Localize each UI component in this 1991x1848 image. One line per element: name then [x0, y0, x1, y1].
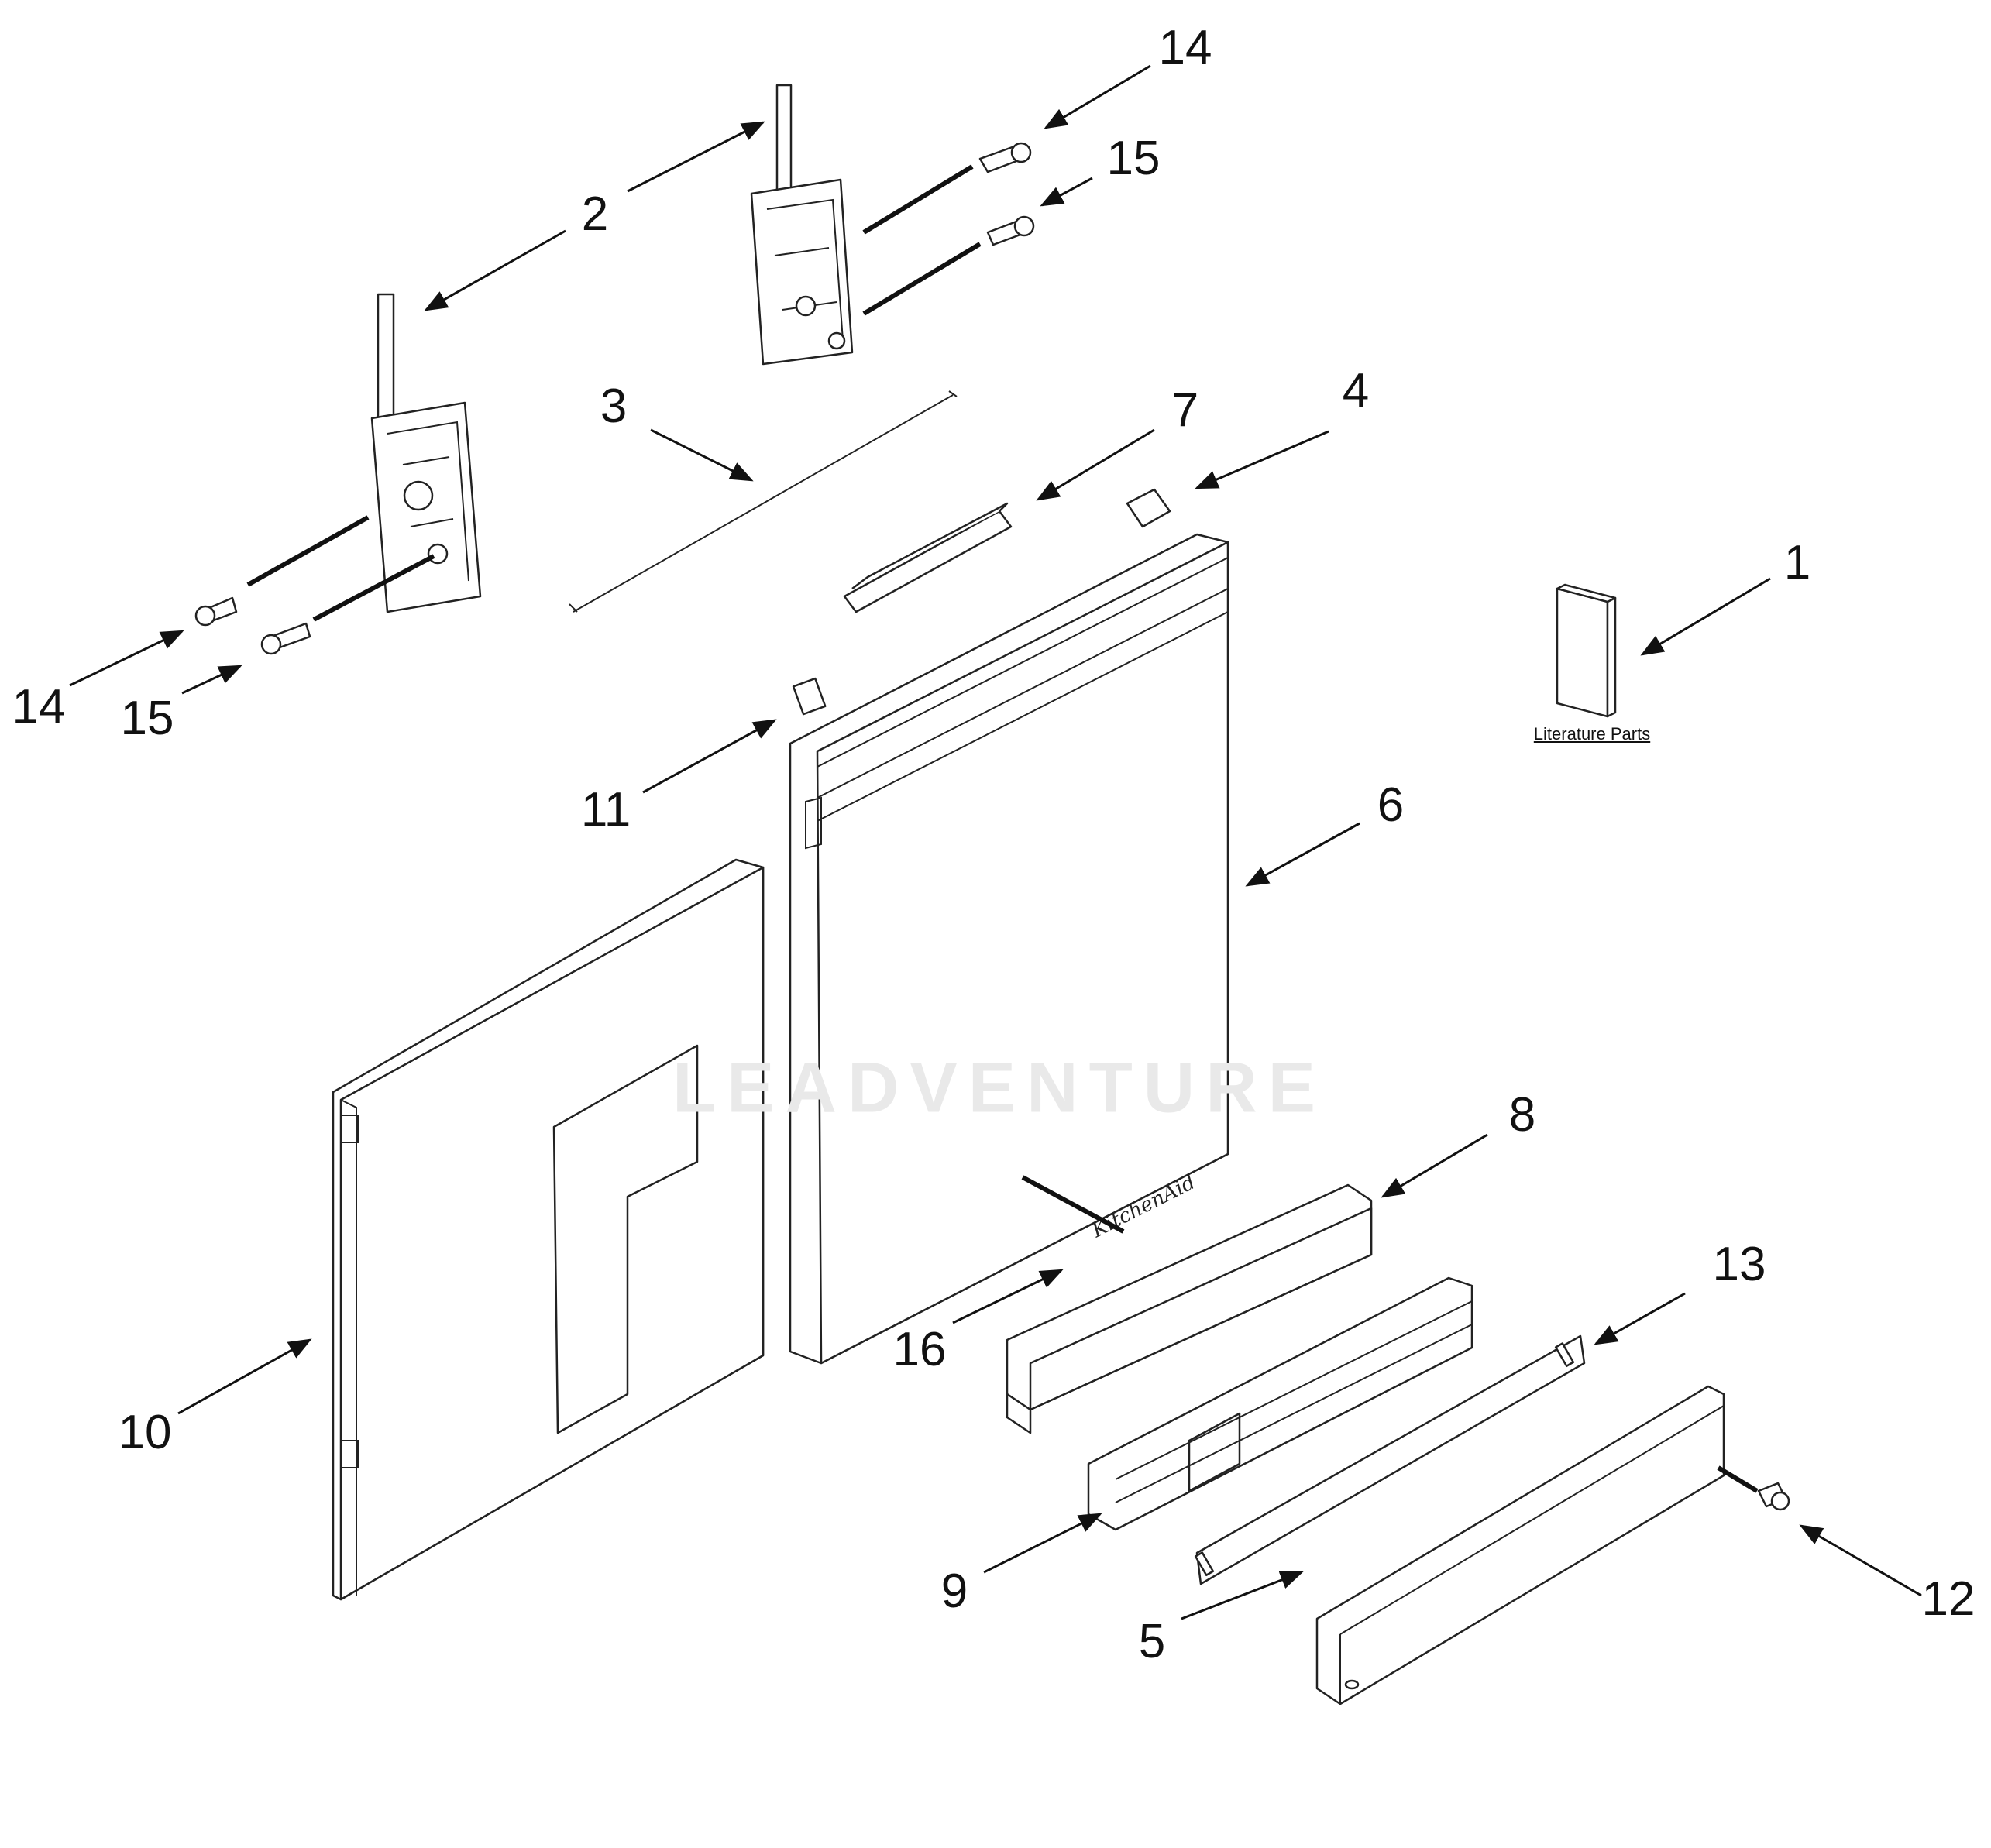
screw-15-right: [986, 215, 1035, 246]
part-8-trim-block: [1006, 1183, 1373, 1434]
callout-13: 13: [1712, 1238, 1766, 1291]
leader-arrows: [69, 64, 1922, 1620]
part-2-hinge-left: [370, 293, 482, 613]
fastener-line-14-right: [862, 164, 974, 235]
callout-5: 5: [1138, 1615, 1166, 1668]
callout-1: 1: [1783, 536, 1811, 589]
part-5-base-rail: [1315, 1385, 1725, 1705]
screw-14-left: [194, 596, 238, 627]
callout-7: 7: [1171, 383, 1199, 437]
callout-11: 11: [580, 783, 631, 836]
callout-15-left: 15: [120, 692, 174, 745]
callout-9: 9: [940, 1565, 968, 1618]
callout-4: 4: [1342, 364, 1370, 417]
callout-12: 12: [1921, 1572, 1976, 1626]
part-7-handle: [843, 502, 1013, 613]
fastener-line-16: [1021, 1175, 1125, 1234]
callout-14-right: 14: [1158, 21, 1212, 74]
screw-15-left: [260, 622, 311, 655]
part-11-clip: [792, 677, 827, 716]
part-3-rod: [569, 390, 958, 613]
part-1-literature: [1556, 583, 1617, 718]
callout-3: 3: [600, 380, 628, 433]
part-10-insulation: [332, 858, 765, 1601]
fastener-line-14-left: [246, 515, 370, 587]
callout-2: 2: [581, 187, 609, 241]
callout-14-left: 14: [12, 680, 66, 733]
literature-parts-label: Literature Parts: [1533, 724, 1651, 744]
screw-12: [1757, 1482, 1790, 1511]
callout-10: 10: [118, 1406, 172, 1459]
part-13-strip: [1194, 1334, 1586, 1585]
watermark-text: LEADVENTURE: [672, 1048, 1327, 1128]
fastener-line-15-right: [862, 242, 982, 316]
callout-16: 16: [892, 1323, 947, 1376]
part-4-clip: [1126, 488, 1171, 528]
part-2-hinge-right: [750, 84, 854, 366]
part-6-door-panel: KitchenAid: [789, 533, 1229, 1365]
callout-8: 8: [1508, 1088, 1536, 1142]
part-9-channel: [1087, 1276, 1473, 1531]
fastener-line-12: [1717, 1465, 1759, 1493]
callout-15-right: 15: [1106, 132, 1161, 185]
screw-14-right: [978, 142, 1032, 173]
callout-6: 6: [1377, 778, 1405, 832]
fastener-line-15-left: [312, 554, 435, 622]
